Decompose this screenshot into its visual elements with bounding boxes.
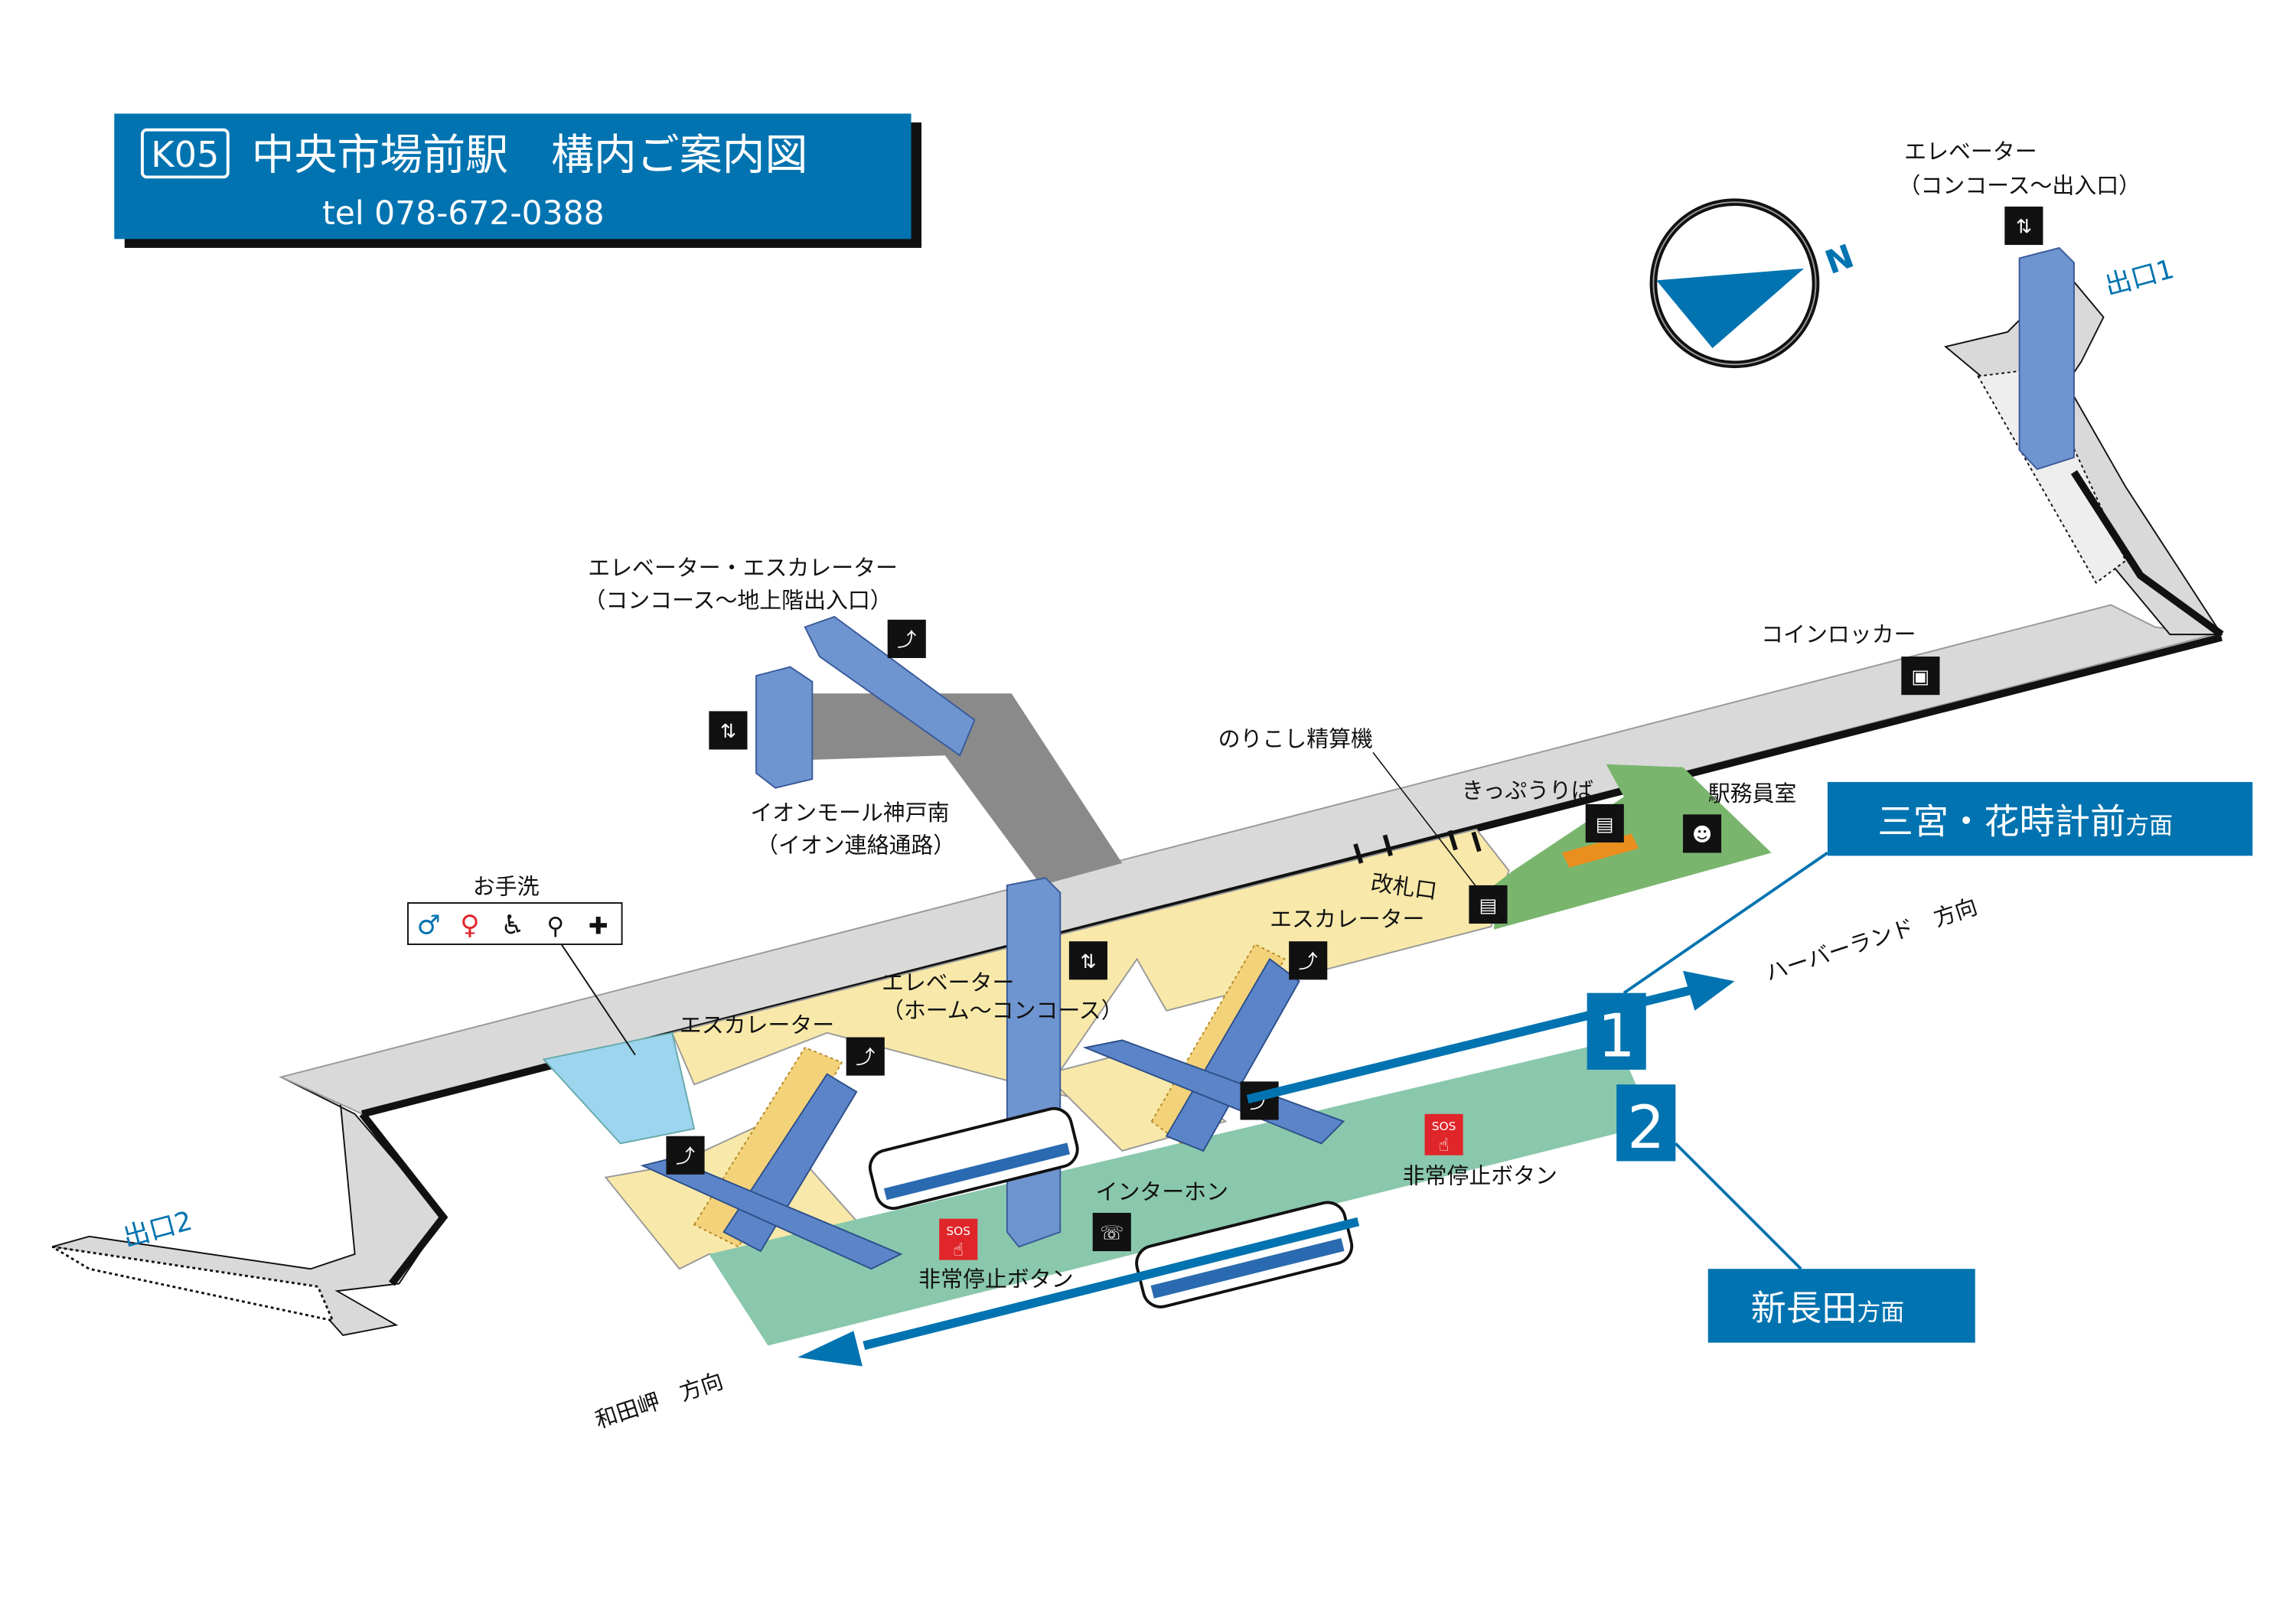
elevator-exit1-label: エレベーター xyxy=(1904,139,2037,165)
men-icon: ♂ xyxy=(416,911,440,941)
escalator-icon: ⤴ xyxy=(846,1037,885,1076)
elevator-icon: ⇅ xyxy=(2004,206,2043,246)
svg-text:⤴: ⤴ xyxy=(856,1046,875,1068)
compass-icon: N xyxy=(1649,198,1859,369)
harborland-direction: ハーバーランド 方向 xyxy=(1762,893,1980,986)
aeon-passage: ⤴ ⇅ エレベーター・エスカレーター （コンコース～地上階出入口） イオンモール… xyxy=(583,555,1123,885)
station-code: K05 xyxy=(151,134,219,175)
svg-text:▤: ▤ xyxy=(1596,813,1614,836)
wheelchair-icon: ♿ xyxy=(501,911,524,941)
svg-text:☝: ☝ xyxy=(1439,1136,1450,1155)
svg-text:⇅: ⇅ xyxy=(720,720,736,742)
emergency-stop-label: 非常停止ボタン xyxy=(1403,1162,1557,1188)
exit1-label: 出口1 xyxy=(2102,254,2177,301)
elevator-platform-sublabel: （ホーム～コンコース） xyxy=(882,997,1124,1023)
coin-locker-label: コインロッカー xyxy=(1761,621,1916,647)
station-staff-icon: ☻ xyxy=(1682,814,1722,853)
elevator-icon: ⇅ xyxy=(1068,941,1107,980)
svg-text:⇅: ⇅ xyxy=(1080,950,1096,973)
restroom-icons: ♂ ♀ ♿ ⚲ ✚ xyxy=(407,902,623,946)
north-label: N xyxy=(1821,238,1859,282)
aeon-sublabel: （イオン連絡通路） xyxy=(756,832,955,858)
escalator-icon: ⤴ xyxy=(1289,941,1328,980)
shinnagata-direction-sign: 新長田方面 xyxy=(1751,1288,1904,1329)
title-box: K05 中央市場前駅 構内ご案内図 tel 078-672-0388 xyxy=(114,113,922,248)
page-title: 中央市場前駅 構内ご案内図 xyxy=(252,131,808,181)
coin-locker-icon: ▣ xyxy=(1901,657,1940,696)
intercom-label: インターホン xyxy=(1096,1179,1228,1205)
svg-text:SOS: SOS xyxy=(946,1224,970,1238)
sannomiya-direction-sign: 三宮・花時計前方面 xyxy=(1877,800,2173,842)
exit1-stairs: 出口1 エレベーター （コンコース～出入口） ⇅ xyxy=(1898,139,2224,638)
elevator-icon: ⇅ xyxy=(709,711,748,750)
track-1-number: 1 xyxy=(1598,1002,1636,1071)
women-icon: ♀ xyxy=(460,911,479,941)
sos-button-icon: SOS ☝ xyxy=(1424,1113,1463,1155)
fare-adjustment-machine-icon: ▤ xyxy=(1469,885,1508,924)
svg-text:☏: ☏ xyxy=(1100,1222,1124,1244)
tel-number: tel 078-672-0388 xyxy=(322,195,604,233)
train xyxy=(868,1106,1079,1211)
svg-text:☝: ☝ xyxy=(953,1240,964,1260)
intercom-icon: ☏ xyxy=(1092,1212,1131,1252)
svg-text:▣: ▣ xyxy=(1912,666,1930,688)
svg-text:⤴: ⤴ xyxy=(897,629,916,651)
track-2-number: 2 xyxy=(1627,1093,1665,1162)
svg-text:⤴: ⤴ xyxy=(676,1145,695,1167)
baby-changing-icon: ⚲ xyxy=(547,913,565,940)
wadamisaki-direction: 和田岬 方向 xyxy=(592,1367,726,1433)
ticket-gate-area: 改札口 ▤ ▤ ☻ ▣ のりこし精算機 きっぷうりば 駅務員室 コインロッカー xyxy=(1218,621,1940,930)
elevator-platform-label: エレベーター xyxy=(882,970,1014,996)
elev-esc-aeon-label: エレベーター・エスカレーター xyxy=(588,555,898,581)
svg-text:⇅: ⇅ xyxy=(2016,216,2032,238)
restroom-area xyxy=(542,1031,696,1145)
station-office-label: 駅務員室 xyxy=(1708,781,1797,807)
aeon-label: イオンモール神戸南 xyxy=(750,800,949,826)
elev-esc-aeon-sublabel: （コンコース～地上階出入口） xyxy=(583,587,892,613)
sos-button-icon: SOS ☝ xyxy=(939,1218,978,1260)
ticket-machine-icon: ▤ xyxy=(1585,803,1624,842)
track-signs: 1 2 三宮・花時計前方面 新長田方面 xyxy=(1587,781,2253,1343)
ticket-sales-label: きっぷうりば xyxy=(1462,777,1593,803)
escalator-left-label: エスカレーター xyxy=(680,1012,834,1038)
elevator-exit1-sublabel: （コンコース～出入口） xyxy=(1898,173,2141,199)
platform xyxy=(709,1040,1654,1346)
svg-text:☻: ☻ xyxy=(1692,823,1712,846)
restroom-label: お手洗 xyxy=(473,873,540,899)
fare-adjust-label: のりこし精算機 xyxy=(1218,726,1373,752)
exit2-stairs: 出口2 xyxy=(51,1076,448,1337)
escalator-icon: ⤴ xyxy=(666,1136,705,1175)
emergency-stop-label: 非常停止ボタン xyxy=(918,1266,1073,1292)
svg-text:SOS: SOS xyxy=(1432,1119,1456,1133)
escalator-right-label: エスカレーター xyxy=(1270,906,1424,932)
escalator-icon: ⤴ xyxy=(887,619,926,658)
svg-text:▤: ▤ xyxy=(1479,895,1498,917)
ostomate-icon: ✚ xyxy=(589,913,608,940)
svg-text:⤴: ⤴ xyxy=(1299,950,1318,973)
escalators-platform: ⤴ ⤴ ⤴ ⤴ エスカレーター エスカレーター xyxy=(640,906,1424,1270)
